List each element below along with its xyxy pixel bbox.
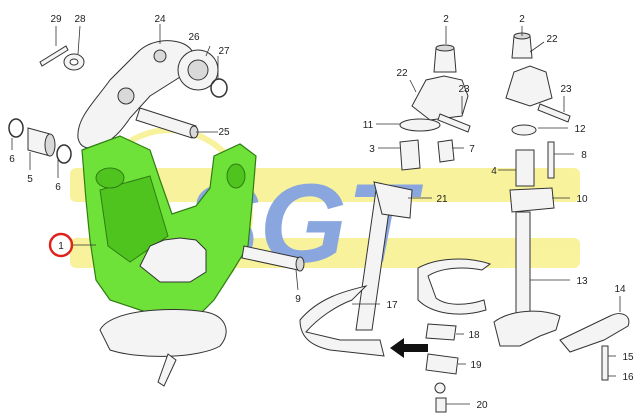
callout-16[interactable]: 16	[622, 372, 634, 383]
gear-pin-right	[537, 103, 571, 123]
callout-2-right[interactable]: 2	[519, 14, 525, 25]
bracket-lower	[425, 353, 459, 375]
callout-8[interactable]: 8	[581, 150, 587, 161]
shaft-cap-top	[435, 44, 455, 52]
tine-right	[493, 310, 561, 347]
collar-10	[509, 187, 555, 213]
callout-2-middle[interactable]: 2	[443, 14, 449, 25]
rocker-arm-bore	[117, 87, 135, 105]
callout-26[interactable]: 26	[188, 32, 200, 43]
o-ring-right	[56, 144, 72, 164]
callout-9[interactable]: 9	[295, 294, 301, 305]
callout-19[interactable]: 19	[470, 360, 482, 371]
bolt	[435, 397, 447, 413]
bevel-gear-right	[505, 65, 553, 107]
callout-5[interactable]: 5	[27, 174, 33, 185]
vertical-shaft-right	[515, 211, 531, 321]
callout-6-left[interactable]: 6	[9, 154, 15, 165]
sleeve	[399, 139, 421, 171]
callout-14[interactable]: 14	[614, 284, 626, 295]
watermark-band-top	[70, 168, 580, 202]
gear-pin-left	[437, 113, 471, 133]
callout-27[interactable]: 27	[218, 46, 230, 57]
housing-bore-left	[95, 167, 125, 189]
callout-1[interactable]: 1	[58, 241, 64, 252]
lever	[559, 313, 630, 353]
shaft-collar	[373, 181, 413, 219]
split-pin	[39, 45, 69, 67]
lever-pin	[601, 345, 609, 381]
callout-25[interactable]: 25	[218, 127, 230, 138]
holder-bolt	[157, 353, 177, 387]
callout-17[interactable]: 17	[386, 300, 398, 311]
callout-15[interactable]: 15	[622, 352, 634, 363]
output-shaft-end	[295, 256, 305, 272]
tine-holder	[99, 308, 227, 357]
direction-arrow	[390, 338, 428, 358]
small-bushing	[437, 139, 455, 163]
o-ring-left	[8, 118, 24, 138]
callout-22-middle[interactable]: 22	[396, 68, 408, 79]
bushing-end	[44, 133, 56, 157]
shaft-sleeve-right	[515, 149, 535, 187]
leader-lines	[11, 24, 621, 405]
callout-18[interactable]: 18	[468, 330, 480, 341]
needle-bearing	[399, 118, 441, 132]
callout-12[interactable]: 12	[574, 124, 586, 135]
callout-6-right[interactable]: 6	[55, 182, 61, 193]
callout-3[interactable]: 3	[369, 144, 375, 155]
bearing-inner	[187, 59, 209, 81]
callout-labels: 29 28 24 26 27 25 6 5 6 1 9 2 22 23 11 3…	[9, 14, 634, 411]
rocker-arm-hole	[153, 49, 167, 63]
thrust-washer	[511, 124, 537, 136]
callout-23-right[interactable]: 23	[560, 84, 572, 95]
small-nut	[434, 382, 446, 394]
pivot-pin	[135, 107, 197, 139]
callout-4[interactable]: 4	[491, 166, 497, 177]
callout-29[interactable]: 29	[50, 14, 62, 25]
callout-13[interactable]: 13	[576, 276, 588, 287]
washer-hole	[69, 58, 79, 66]
bevel-gear-upper	[411, 75, 469, 121]
retaining-ring	[210, 78, 228, 98]
callout-22-right[interactable]: 22	[546, 34, 558, 45]
housing-bore-right	[226, 163, 246, 189]
housing-bevel-gear	[139, 237, 207, 283]
callout-28[interactable]: 28	[74, 14, 86, 25]
tine-left	[299, 285, 385, 357]
callout-24[interactable]: 24	[154, 14, 166, 25]
callout-21[interactable]: 21	[436, 194, 448, 205]
main-housing	[81, 135, 257, 321]
shaft-cap	[433, 47, 457, 73]
callout-20[interactable]: 20	[476, 400, 488, 411]
callout-23-middle[interactable]: 23	[458, 84, 470, 95]
tine-middle	[417, 258, 492, 315]
pin-8	[547, 141, 555, 179]
bracket-upper	[425, 323, 457, 341]
callout-10[interactable]: 10	[576, 194, 588, 205]
callout-7[interactable]: 7	[469, 144, 475, 155]
callout-11[interactable]: 11	[363, 120, 374, 131]
highlight-circle	[48, 232, 74, 258]
